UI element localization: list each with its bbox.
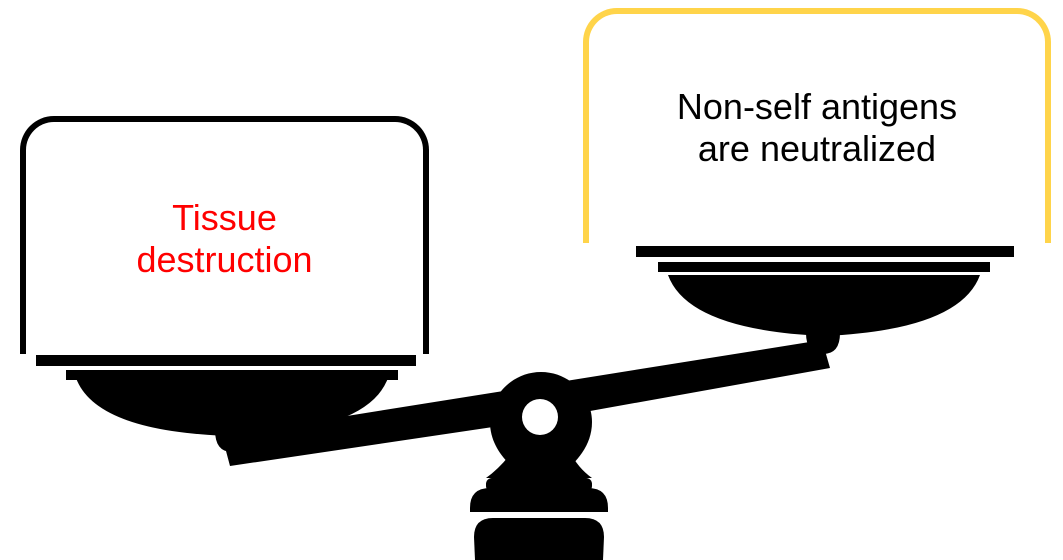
scale-base — [470, 478, 608, 560]
left-scale-pan — [36, 355, 416, 452]
pivot-hole — [522, 399, 558, 435]
scale-pivot — [490, 372, 592, 474]
right-scale-pan — [636, 246, 1014, 354]
right-pan-label: Non-self antigens are neutralized — [676, 86, 958, 170]
right-pan-label-box: Non-self antigens are neutralized — [583, 8, 1051, 243]
left-pan-label: Tissue destruction — [136, 196, 313, 280]
left-pan-label-box: Tissue destruction — [20, 116, 429, 354]
